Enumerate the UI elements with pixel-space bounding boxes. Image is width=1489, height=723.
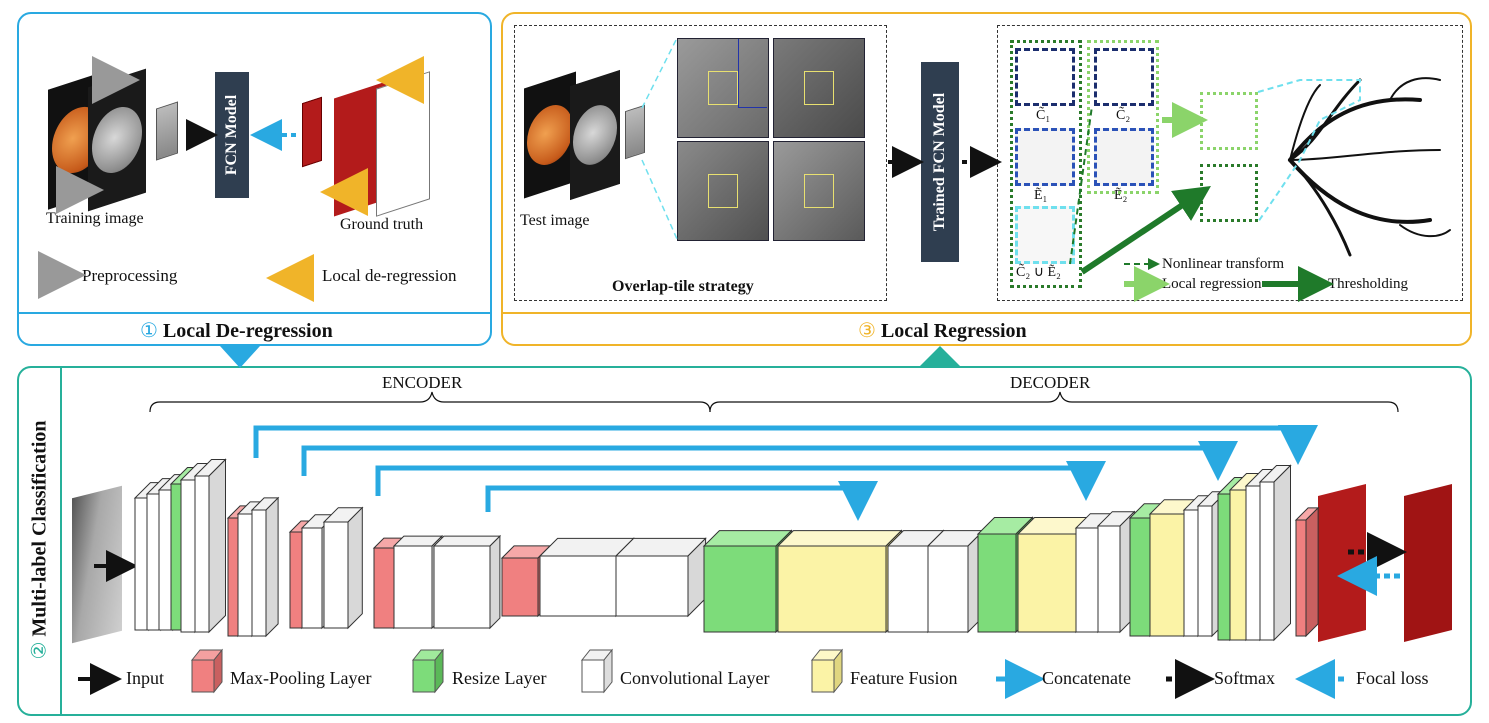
conv-layer-block [614,537,707,618]
local-regression-output [1200,92,1258,150]
skip-connection-2 [301,441,1238,481]
legend-local-dereg-label: Local de-regression [322,266,457,285]
vessel-zoom-outline [1257,79,1361,223]
encoder-label: ENCODER [382,373,463,392]
c2-box [1094,48,1154,106]
legend-nonlinear-label: Nonlinear transform [1162,256,1285,272]
tile-bottom-right [773,141,865,241]
legend-resize-label: Resize Layer [452,668,547,688]
panel3-title-divider [502,312,1470,314]
c1-box [1015,48,1075,106]
union-label: C̃₂ ∪ Ẽ₂ [1016,265,1061,280]
training-image-label: Training image [46,210,144,227]
panel1-title: ① Local De-regression [140,318,333,343]
conv-layer-block [193,458,227,634]
conv-layer-block [926,529,985,634]
legend-preprocessing-label: Preprocessing [82,266,178,285]
group-dark-green [1010,40,1082,288]
threshold-arrow [1080,186,1211,275]
legend-focal-label: Focal loss [1356,668,1429,688]
conv-layer-block [1096,510,1136,634]
legend-maxpool-label: Max-Pooling Layer [230,668,372,688]
legend-resize-icon [411,648,445,694]
conv-layer-block [250,496,280,638]
encoder-brace [149,391,711,413]
legend-conv-icon [580,648,614,694]
legend-input-label: Input [126,668,164,688]
e1-box [1015,128,1075,186]
conv-layer-block [1258,464,1292,642]
legend-fusion-label: Feature Fusion [850,668,958,688]
fusion-layer-block [776,529,903,634]
vessel-tree [1288,77,1451,257]
tile-top-left [677,38,769,138]
skip-connection-3 [375,461,1106,501]
legend-conv-label: Convolutional Layer [620,668,770,688]
panel3-title-text: Local Regression [880,320,1027,342]
c1-label: C̃₁ [1036,108,1051,123]
fcn-model-box [215,72,249,198]
decoder-brace [709,391,1399,413]
legend-maxpool-icon [190,648,224,694]
overlap-tile-label: Overlap-tile strategy [612,278,754,295]
nonlinear-arrow [1069,105,1093,265]
panel3-pointer [920,346,960,366]
test-patch-zoom-2 [641,159,678,240]
panel1-number: ① [140,320,158,342]
panel-local-deregression [17,12,492,346]
panel2-title-divider [60,367,62,715]
network-layers [133,458,1320,642]
e2-box [1094,128,1154,186]
decoder-label: DECODER [1010,373,1091,392]
overlap-tile-frame [514,25,887,301]
conv-layer-block [432,534,502,630]
panel-local-regression [501,12,1472,346]
skip-connection-1 [253,425,1318,465]
legend-local-reg-label: Local regression [1162,276,1262,292]
legend-threshold-label: Thresholding [1328,276,1408,292]
tile-top-right [773,38,865,138]
skip-connection-4 [485,481,878,521]
panel1-pointer [220,346,260,368]
legend-fusion-icon [810,648,844,694]
test-patch-zoom-1 [641,37,678,109]
test-image-label: Test image [520,212,590,229]
trained-fcn-model-box [921,62,959,262]
group-light-green [1087,40,1159,194]
e1-label: Ẽ₁ [1034,188,1048,203]
legend-concat-label: Concatenate [1042,668,1131,688]
union-box [1015,206,1075,264]
conv-layer-block [322,506,364,630]
maxpool-layer-block [1294,506,1320,638]
c2-label: C̃₂ [1116,108,1131,123]
panel1-title-divider [18,312,490,314]
panel3-number: ③ [858,320,876,342]
panel3-title: ③ Local Regression [858,318,1027,343]
legend-softmax-label: Softmax [1214,668,1275,688]
tile-bottom-left [677,141,769,241]
panel1-title-text: Local De-regression [162,320,333,342]
panel-multilabel-classification [17,366,1472,716]
ground-truth-label: Ground truth [340,216,424,233]
